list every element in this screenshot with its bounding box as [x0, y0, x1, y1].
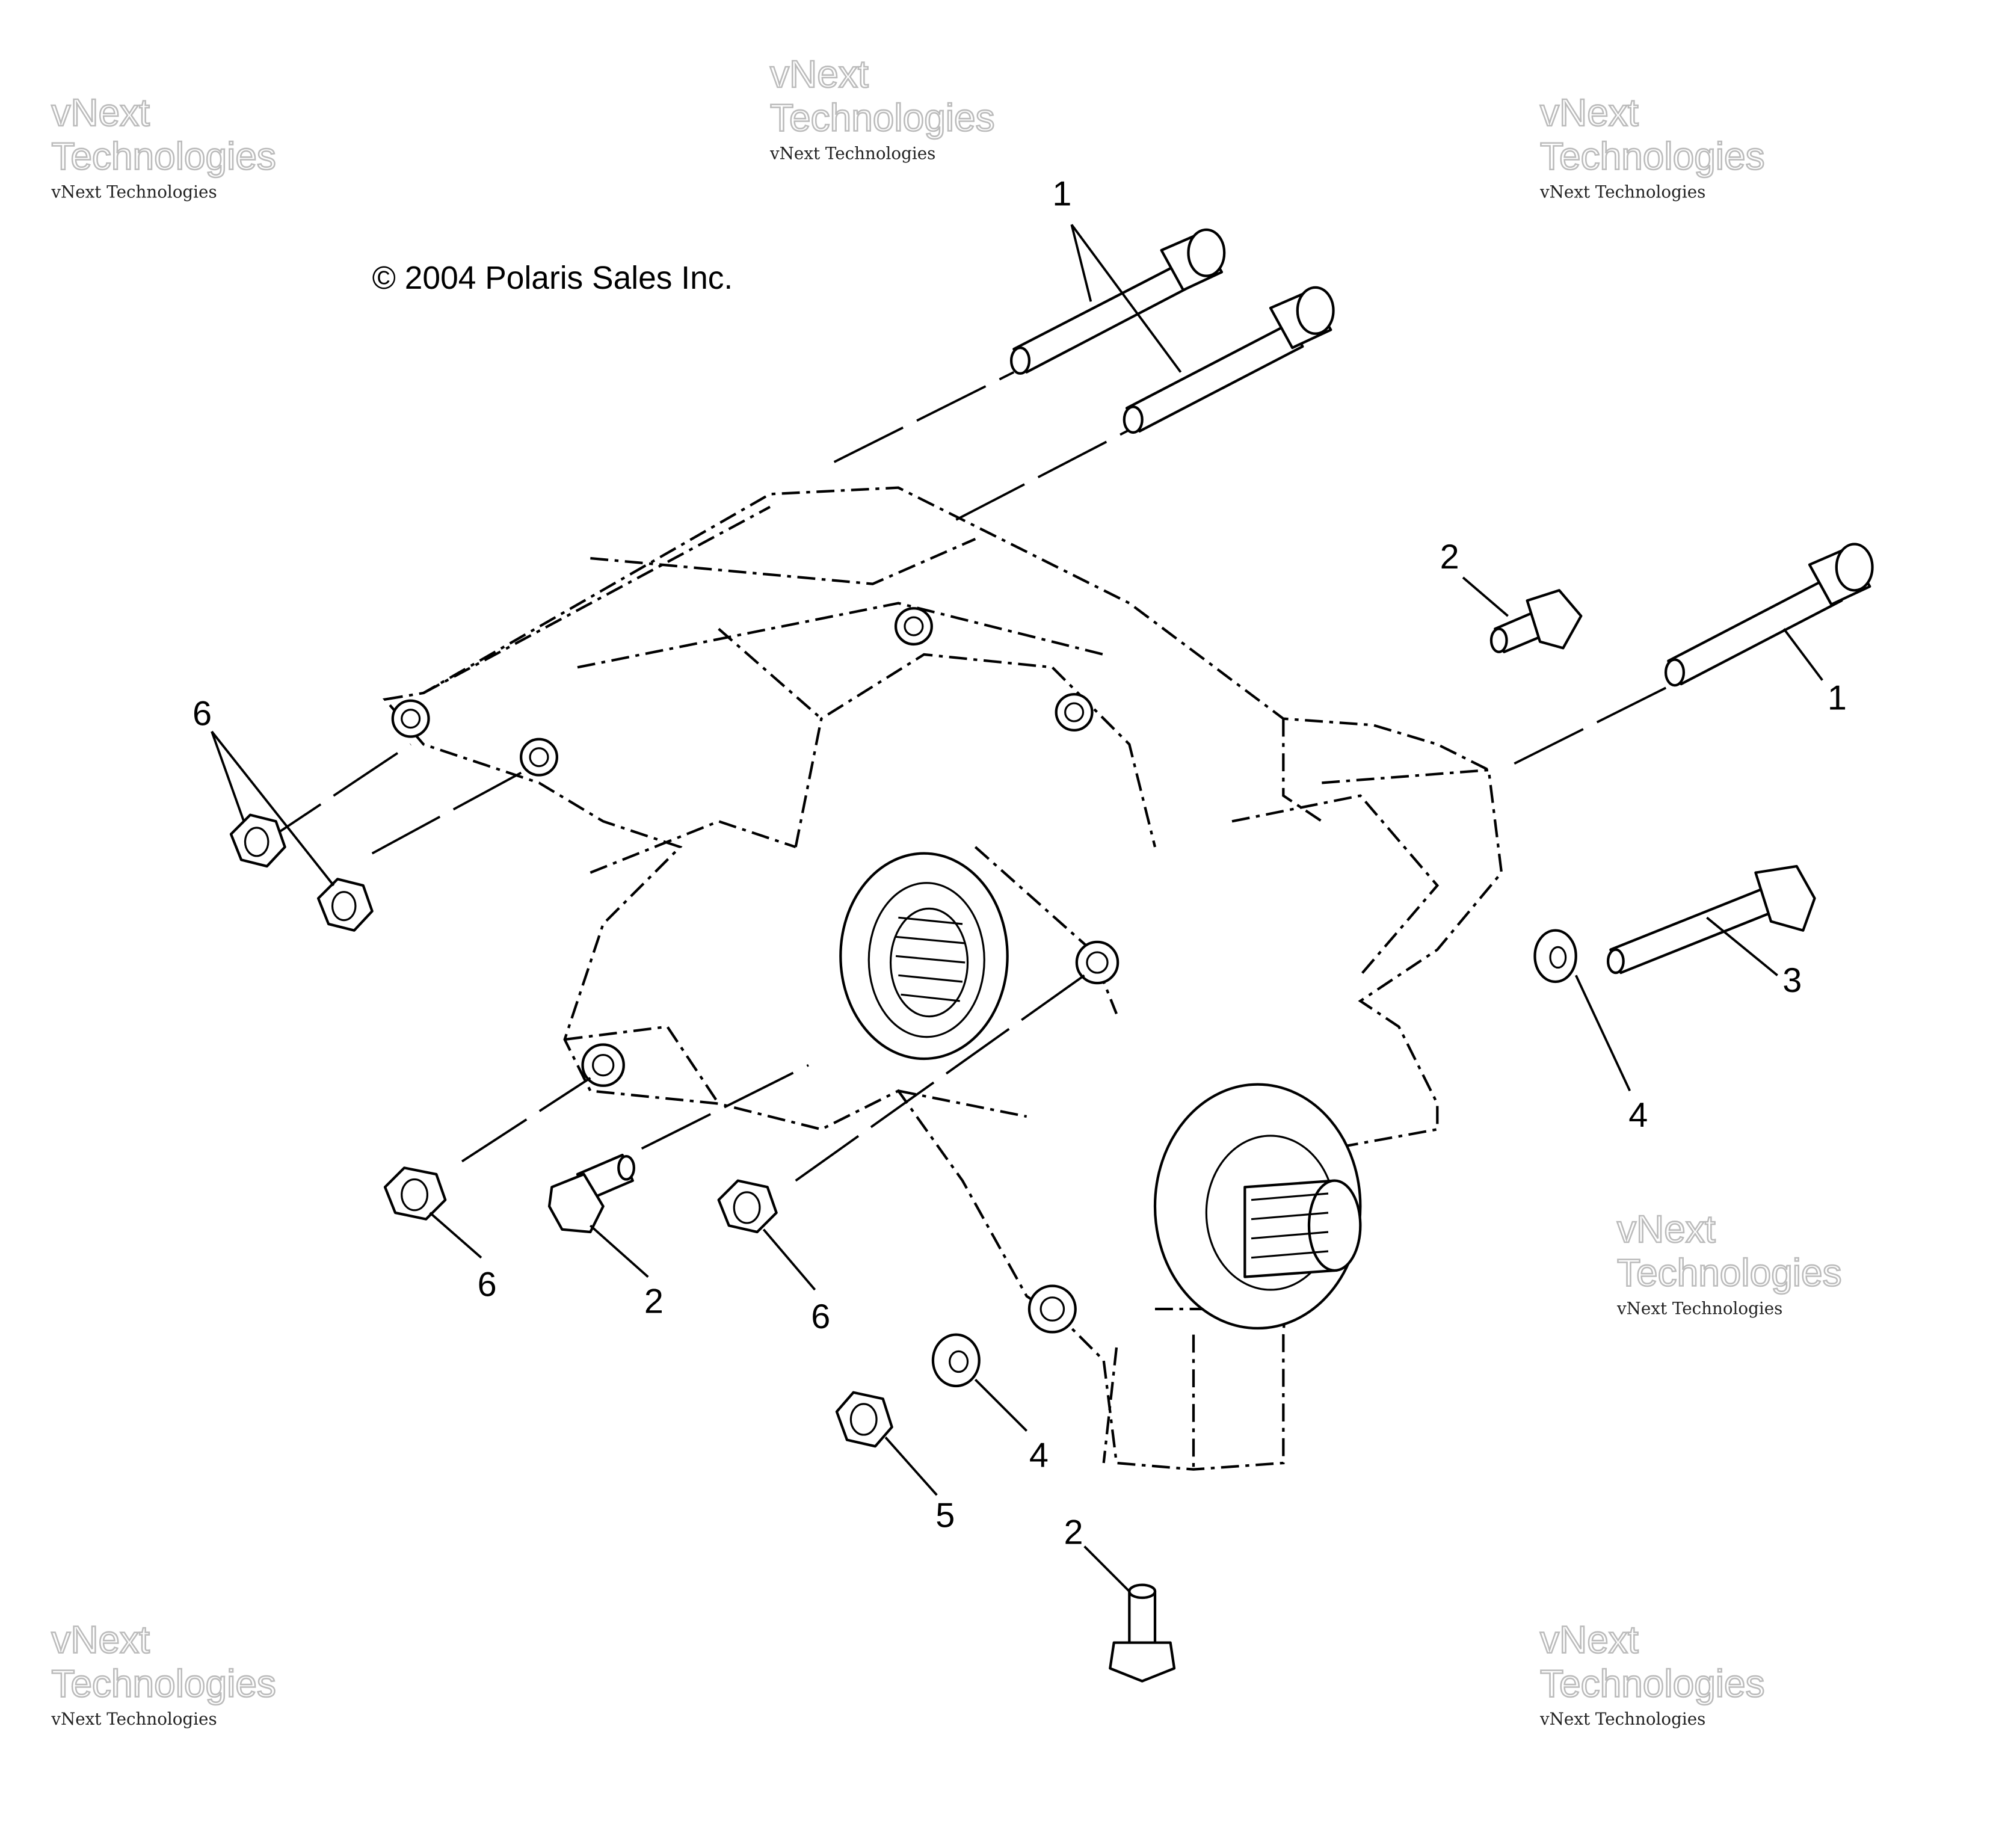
short-bolt-upper[interactable] [1489, 589, 1583, 653]
watermark-big-line1: vNext [51, 91, 150, 134]
nut-6-b[interactable] [316, 878, 374, 932]
copyright-text: © 2004 Polaris Sales Inc. [372, 260, 733, 296]
long-bolt-right[interactable] [1664, 543, 1874, 687]
watermark-big-line2: Technologies [1540, 135, 1765, 178]
callout-6: 6 [811, 1298, 830, 1336]
watermark-big-line2: Technologies [1540, 1662, 1765, 1705]
parts [229, 228, 1874, 1683]
callout-3: 3 [1782, 961, 1802, 1000]
watermark-big-line1: vNext [1617, 1207, 1716, 1251]
nut-5[interactable] [835, 1391, 893, 1448]
long-bolt-1[interactable] [1009, 228, 1226, 375]
watermark-small: vNext Technologies [51, 182, 217, 202]
gearcase-housing [382, 486, 1503, 1471]
leader-lines [211, 224, 1823, 1592]
watermark-big-line1: vNext [51, 1618, 150, 1662]
callout-4: 4 [1029, 1436, 1049, 1474]
watermark-big-line2: Technologies [770, 96, 995, 140]
watermark-big-line2: Technologies [51, 135, 276, 178]
nut-6-c[interactable] [383, 1166, 447, 1221]
callout-1: 1 [1828, 679, 1847, 718]
watermark-small: vNext Technologies [1539, 1709, 1705, 1729]
washer-4-right[interactable] [1533, 929, 1577, 984]
callout-6: 6 [478, 1266, 497, 1304]
watermark-small: vNext Technologies [769, 144, 935, 164]
short-bolt-bottom[interactable] [1109, 1583, 1176, 1683]
watermark-small: vNext Technologies [1616, 1299, 1782, 1319]
long-bolt-2[interactable] [1123, 286, 1335, 434]
nut-6-a[interactable] [229, 813, 286, 868]
callout-labels: 1 1 2 6 3 4 6 2 6 4 5 2 [192, 174, 1847, 1551]
callout-2: 2 [1064, 1513, 1083, 1551]
watermark-big-line2: Technologies [1617, 1251, 1842, 1295]
watermark-small: vNext Technologies [1539, 182, 1705, 202]
nut-6-d[interactable] [717, 1179, 778, 1234]
callout-6: 6 [192, 694, 212, 733]
washer-4-lower[interactable] [931, 1333, 981, 1388]
callout-5: 5 [935, 1497, 955, 1535]
callout-2: 2 [1440, 538, 1459, 576]
center-lines [256, 371, 1669, 1182]
watermark-big-line2: Technologies [51, 1662, 276, 1705]
callout-4: 4 [1628, 1096, 1648, 1135]
watermark-big-line1: vNext [1540, 1618, 1639, 1662]
callout-2: 2 [644, 1282, 664, 1320]
short-bolt-lower[interactable] [547, 1153, 635, 1234]
hex-bolt-3[interactable] [1606, 864, 1816, 975]
watermark-small: vNext Technologies [51, 1709, 217, 1729]
watermark-big-line1: vNext [1540, 91, 1639, 134]
callout-1: 1 [1052, 174, 1071, 213]
watermark-big-line1: vNext [770, 52, 869, 96]
